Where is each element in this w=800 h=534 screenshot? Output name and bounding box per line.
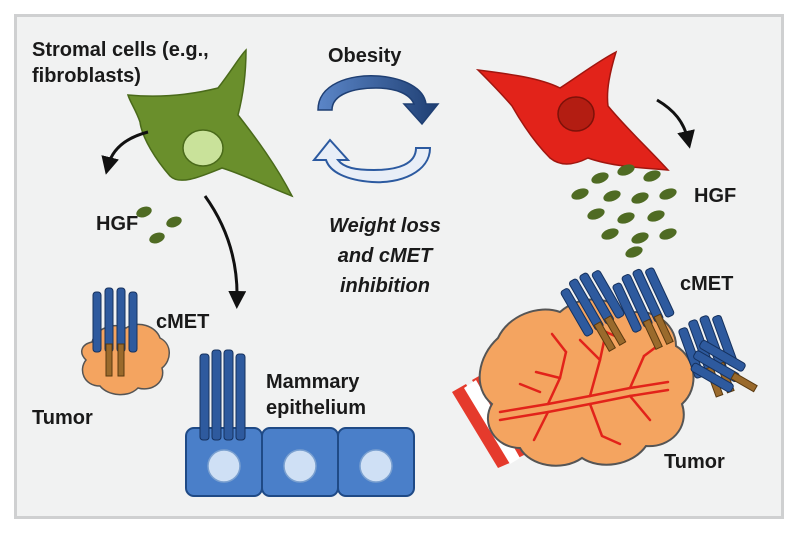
mammary-epithelium-cells xyxy=(185,427,415,497)
cmet-receptor-epithelium xyxy=(199,349,246,441)
weight-loss-label-line2: and cMET xyxy=(337,245,433,267)
hgf-particles-left xyxy=(136,206,182,244)
weight-loss-label-line1: Weight loss xyxy=(329,215,441,237)
hgf-label-right: HGF xyxy=(694,185,737,207)
large-tumor xyxy=(478,298,695,467)
tumor-label-left: Tumor xyxy=(32,407,93,429)
cmet-receptor-small-tumor xyxy=(92,287,138,377)
stromal-cells-label-line2: fibroblasts) xyxy=(32,65,141,87)
mammary-epithelium-label-line1: Mammary xyxy=(266,371,360,393)
normal-fibroblast-nucleus xyxy=(182,129,224,167)
weight-loss-label-line3: inhibition xyxy=(340,275,430,297)
hgf-label-left: HGF xyxy=(96,213,139,235)
mammary-epithelium-label-line2: epithelium xyxy=(266,397,367,419)
obesity-label: Obesity xyxy=(328,45,402,67)
tumor-label-right: Tumor xyxy=(664,451,725,473)
cmet-label-right: cMET xyxy=(680,273,734,295)
cycle-arrows-icon xyxy=(311,75,440,184)
left-secretion-arrow xyxy=(101,130,149,175)
down-to-epithelium-arrow xyxy=(203,195,247,309)
activated-fibroblast xyxy=(475,50,670,171)
cmet-label-left: cMET xyxy=(156,311,210,333)
right-secretion-arrow xyxy=(656,98,695,149)
activated-fibroblast-nucleus xyxy=(557,96,595,132)
normal-fibroblast xyxy=(126,48,294,198)
stromal-cells-label-line1: Stromal cells (e.g., xyxy=(32,39,209,61)
cmet-receptor-cluster-large-tumor xyxy=(560,267,758,398)
hgf-particles-right xyxy=(571,164,677,258)
